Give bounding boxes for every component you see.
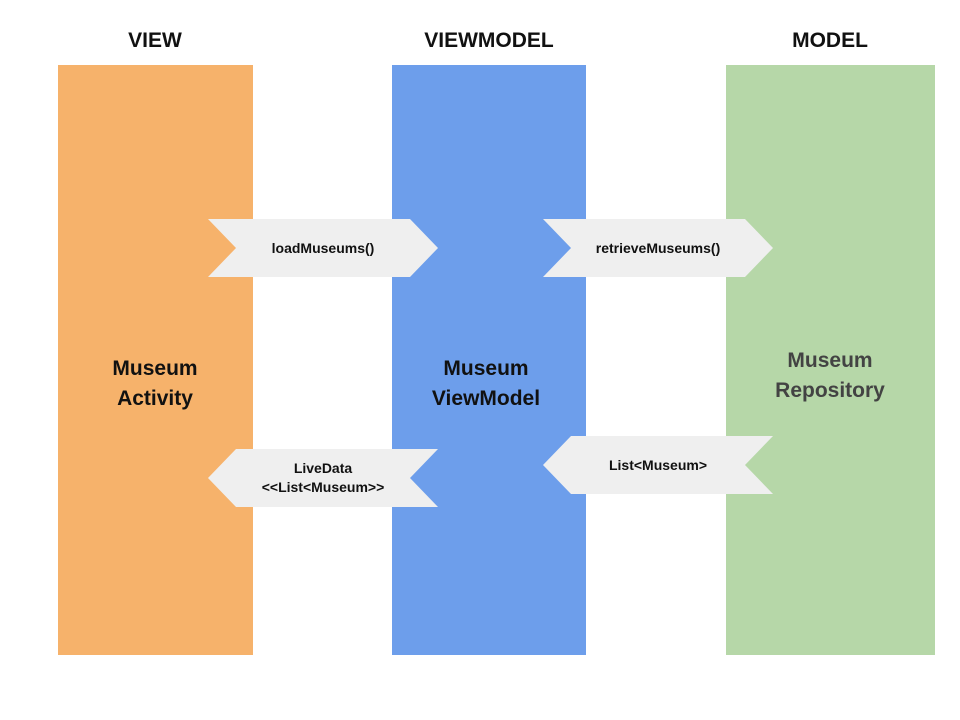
viewmodel-column [392,65,586,655]
livedata-arrow: LiveData <<List<Museum>> [208,449,438,507]
museum-repository-line1: Museum [787,349,873,372]
view-header: VIEW [128,29,182,52]
museum-viewmodel-label: Museum ViewModel [356,354,616,414]
museum-viewmodel-line1: Museum [443,357,529,380]
livedata-label-line2: <<List<Museum>> [261,479,385,495]
load-museums-arrow: loadMuseums() [208,219,438,277]
view-column [58,65,253,655]
viewmodel-header: VIEWMODEL [424,29,554,52]
museum-repository-label: Museum Repository [700,346,960,406]
museum-repository-line2: Repository [775,379,885,402]
model-header: MODEL [792,29,868,52]
museum-activity-label: Museum Activity [25,354,285,414]
load-museums-label: loadMuseums() [271,239,375,256]
livedata-label-line1: LiveData [293,460,353,476]
museum-activity-line1: Museum [112,357,198,380]
retrieve-museums-label: retrieveMuseums() [595,239,721,256]
model-column [726,65,935,655]
museum-viewmodel-line2: ViewModel [431,387,541,410]
retrieve-museums-arrow: retrieveMuseums() [543,219,773,277]
livedata-label: LiveData <<List<Museum>> [262,459,385,497]
list-museum-label: List<Museum> [608,456,708,473]
museum-activity-line2: Activity [117,387,193,410]
list-museum-arrow: List<Museum> [543,436,773,494]
